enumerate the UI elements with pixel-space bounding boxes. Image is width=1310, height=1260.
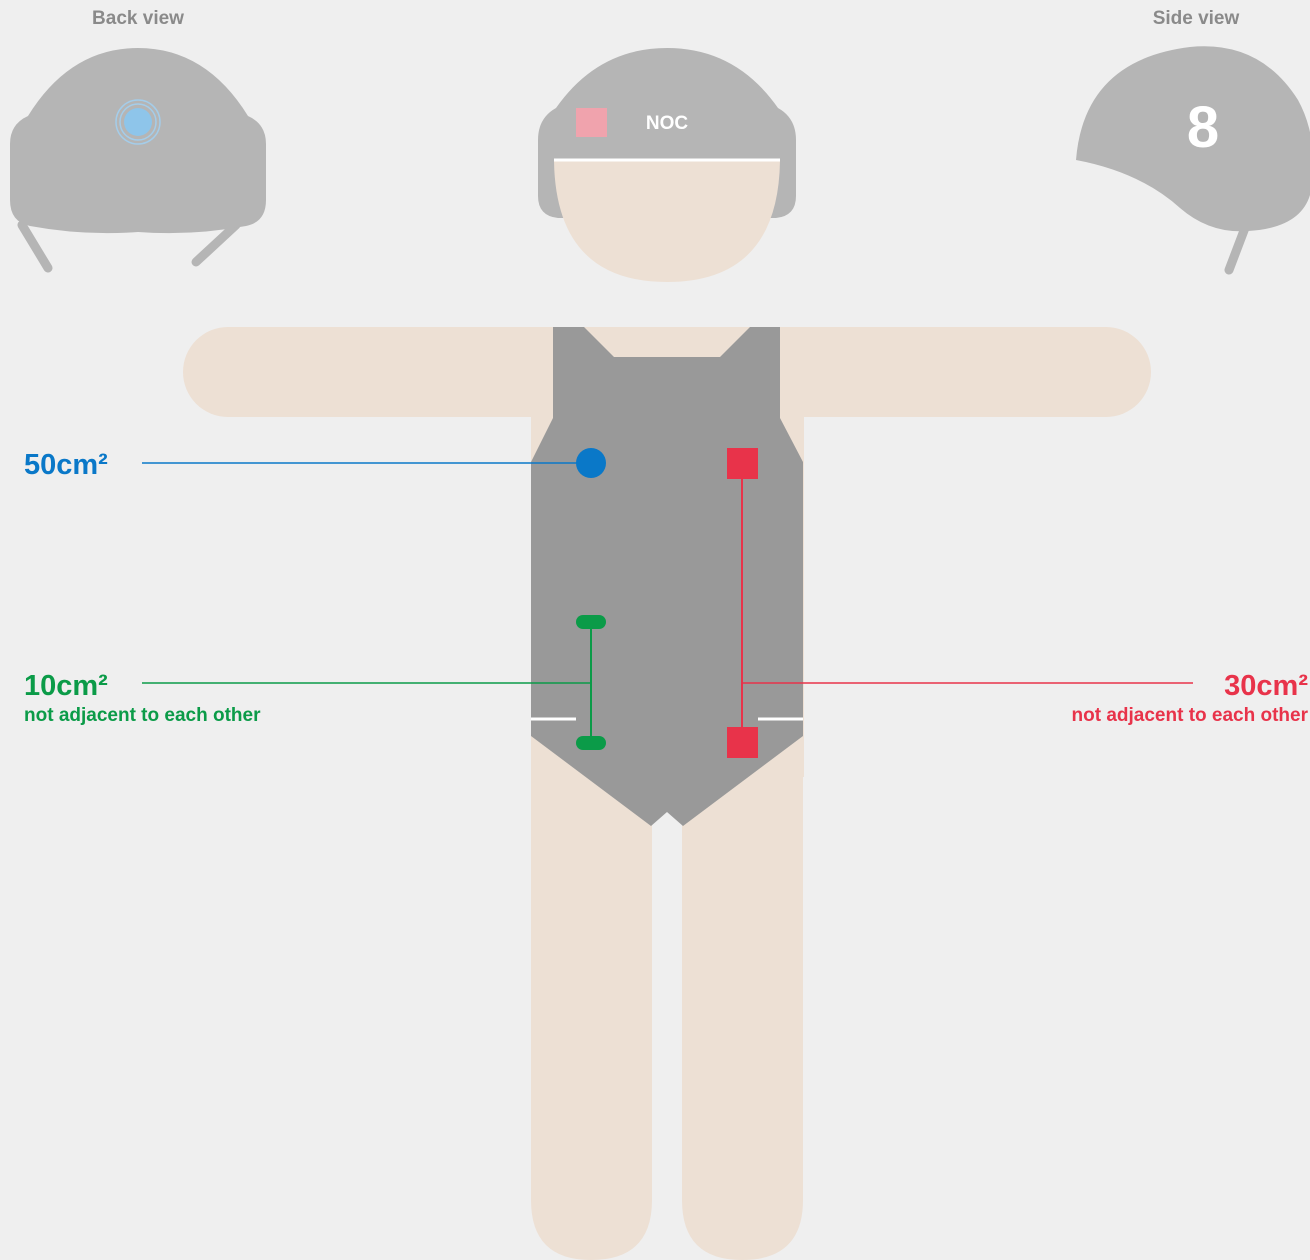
blue-logo-dot: [576, 448, 606, 478]
swimsuit: [531, 327, 803, 826]
back-view-cap: [10, 48, 266, 268]
red-bottom-mark: [727, 727, 758, 758]
green-top-mark: [576, 615, 606, 629]
red-area-label: 30cm²: [1224, 670, 1308, 702]
side-view-cap: 8: [1076, 46, 1310, 270]
face: [554, 161, 780, 282]
blue-marking: 50cm²: [24, 448, 606, 481]
cap-flag-patch: [576, 108, 607, 137]
green-bottom-mark: [576, 736, 606, 750]
front-head: NOC: [538, 48, 796, 282]
green-area-label: 10cm²: [24, 670, 108, 702]
green-note: not adjacent to each other: [24, 705, 261, 726]
red-marking: 30cm² not adjacent to each other: [727, 448, 1309, 758]
blue-area-label: 50cm²: [24, 449, 108, 481]
back-cap-logo: [124, 108, 152, 136]
green-marking: 10cm² not adjacent to each other: [24, 615, 606, 750]
right-leg: [682, 740, 803, 1260]
side-view-label: Side view: [1153, 8, 1240, 29]
cap-number: 8: [1187, 95, 1219, 160]
back-view-label: Back view: [92, 8, 184, 29]
red-note: not adjacent to each other: [1072, 705, 1309, 726]
red-top-mark: [727, 448, 758, 479]
cap-noc-text: NOC: [646, 113, 689, 134]
swimsuit-body: [531, 327, 803, 826]
left-leg: [531, 740, 652, 1260]
